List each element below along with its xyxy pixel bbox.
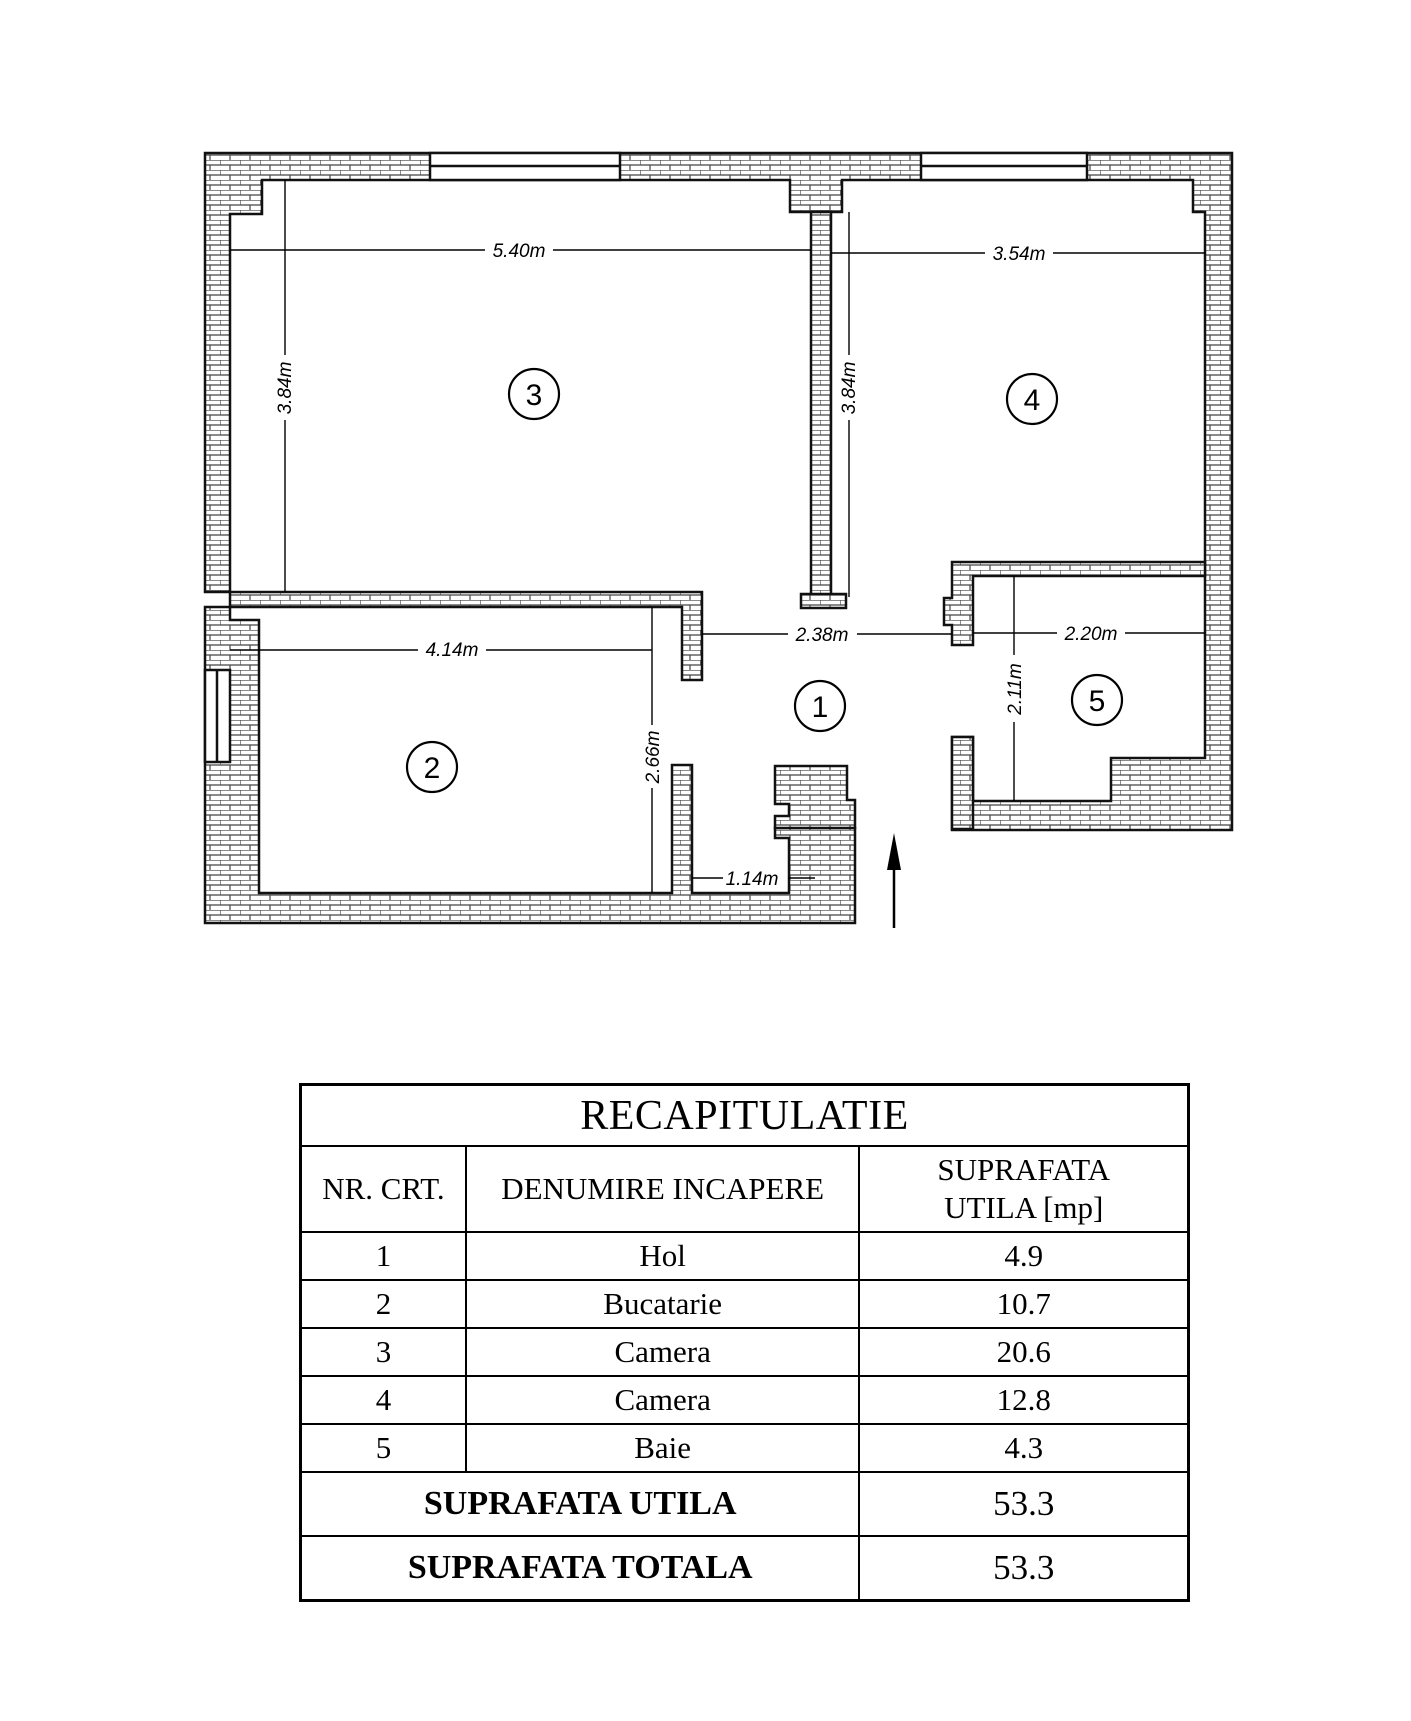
table-row: 3 Camera 20.6 [299,1327,1190,1377]
windows [203,151,1089,764]
dimension-lines [230,180,1205,893]
total-area-label: SUPRAFATA TOTALA [299,1535,861,1602]
row-name: Bucatarie [464,1279,861,1329]
dim-2-66: 2.66m [643,731,664,785]
wall-partition-3-4-foot [799,592,848,610]
row-area: 12.8 [858,1375,1190,1425]
header-area: SUPRAFATA UTILA [mp] [858,1145,1190,1233]
table-row: 1 Hol 4.9 [299,1231,1190,1281]
room-number-1: 1 [812,691,829,724]
table-title: RECAPITULATIE [299,1083,1190,1147]
wall-partition-4-5 [942,560,1207,647]
row-nr: 1 [299,1231,467,1281]
row-name: Camera [464,1375,861,1425]
wall-bath-left [950,735,975,831]
useful-area-value: 53.3 [858,1471,1190,1537]
header-area-line-2: UTILA [mp] [944,1190,1104,1225]
wall-partition-2-3 [228,590,704,682]
dim-2-11: 2.11m [1005,663,1026,715]
row-name: Camera [464,1327,861,1377]
table-row: 5 Baie 4.3 [299,1423,1190,1473]
dim-3-54: 3.54m [993,244,1046,265]
dim-2-38: 2.38m [795,625,849,646]
total-area-value: 53.3 [858,1535,1190,1602]
row-nr: 4 [299,1375,467,1425]
header-room-name: DENUMIRE INCAPERE [464,1145,861,1233]
room-number-4: 4 [1024,384,1041,417]
row-area: 4.9 [858,1231,1190,1281]
row-name: Baie [464,1423,861,1473]
row-nr: 3 [299,1327,467,1377]
row-nr: 2 [299,1279,467,1329]
room-number-5: 5 [1089,685,1106,718]
row-area: 10.7 [858,1279,1190,1329]
dim-4-14: 4.14m [426,640,479,661]
dim-2-20: 2.20m [1064,624,1118,645]
header-nr: NR. CRT. [299,1145,467,1233]
area-summary-table: RECAPITULATIE NR. CRT. DENUMIRE INCAPERE… [299,1083,1190,1602]
row-name: Hol [464,1231,861,1281]
interior-walls [228,210,1207,831]
entry-arrow-icon [887,833,901,928]
header-area-line-1: SUPRAFATA [937,1152,1111,1187]
table-row: 4 Camera 12.8 [299,1375,1190,1425]
exterior-walls [203,151,1234,925]
wall-entry-block [773,764,857,830]
wall-top [203,151,1234,832]
table-row: 2 Bucatarie 10.7 [299,1279,1190,1329]
dim-3-84-room-4: 3.84m [839,362,860,415]
dim-1-14: 1.14m [726,869,779,890]
row-area: 20.6 [858,1327,1190,1377]
wall-partition-3-4 [809,210,833,599]
total-area-row: SUPRAFATA TOTALA 53.3 [299,1535,1190,1602]
room-labels: 3 4 1 2 5 [405,367,1124,794]
useful-area-row: SUPRAFATA UTILA 53.3 [299,1471,1190,1537]
table-header-row: NR. CRT. DENUMIRE INCAPERE SUPRAFATA UTI… [299,1145,1190,1233]
room-number-3: 3 [526,379,543,412]
row-area: 4.3 [858,1423,1190,1473]
floor-plan: 5.40m 3.54m 3.84m 3.84m 4.14m 2.38m 2.20… [203,151,1234,928]
dim-3-84-room-3: 3.84m [275,362,296,415]
dim-5-40: 5.40m [493,241,546,262]
row-nr: 5 [299,1423,467,1473]
room-number-2: 2 [424,752,441,785]
useful-area-label: SUPRAFATA UTILA [299,1471,861,1537]
wall-left-lower [203,605,857,925]
